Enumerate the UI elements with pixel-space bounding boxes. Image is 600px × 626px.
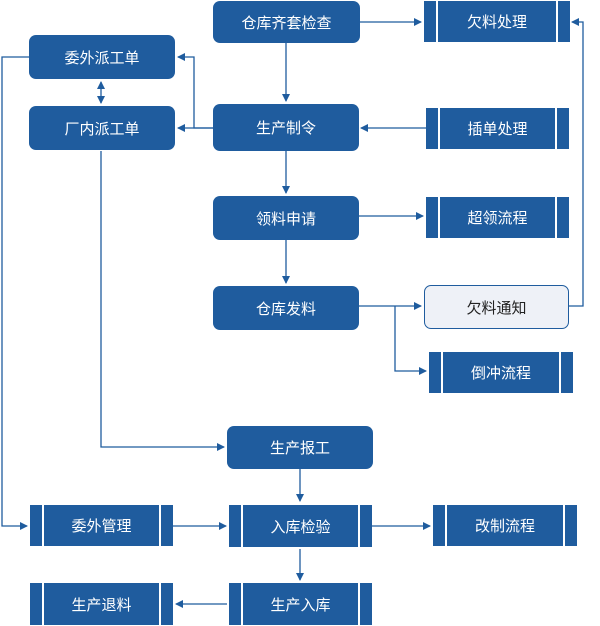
node-production-report: 生产报工 xyxy=(227,426,373,469)
node-production-order: 生产制令 xyxy=(213,104,359,151)
arrow-issue-to-backflush xyxy=(394,306,427,375)
node-inbound-inspection: 入库检验 xyxy=(229,505,372,547)
node-warehouse-issue: 仓库发料 xyxy=(213,286,359,330)
node-shortage-notice: 欠料通知 xyxy=(424,285,569,329)
node-outsource-management: 委外管理 xyxy=(30,505,173,546)
node-over-requisition-flow: 超领流程 xyxy=(426,197,569,238)
node-production-return: 生产退料 xyxy=(30,583,173,625)
arrow-outsource-to-outsource-management xyxy=(1,56,29,530)
node-outsource-dispatch: 委外派工单 xyxy=(29,35,175,79)
node-rush-order-processing: 插单处理 xyxy=(426,108,569,149)
node-backflush-flow: 倒冲流程 xyxy=(429,352,573,393)
arrow-factory-to-production-report xyxy=(100,151,225,451)
node-shortage-processing: 欠料处理 xyxy=(424,1,570,42)
node-factory-dispatch: 厂内派工单 xyxy=(29,106,175,150)
node-rework-flow: 改制流程 xyxy=(433,505,577,546)
node-production-inbound: 生产入库 xyxy=(229,583,372,625)
arrow-production-order-to-outsource xyxy=(177,53,213,129)
node-warehouse-check: 仓库齐套检查 xyxy=(213,1,360,43)
arrow-shortage-notice-to-shortage-processing xyxy=(568,18,584,307)
node-material-requisition: 领料申请 xyxy=(213,196,359,240)
